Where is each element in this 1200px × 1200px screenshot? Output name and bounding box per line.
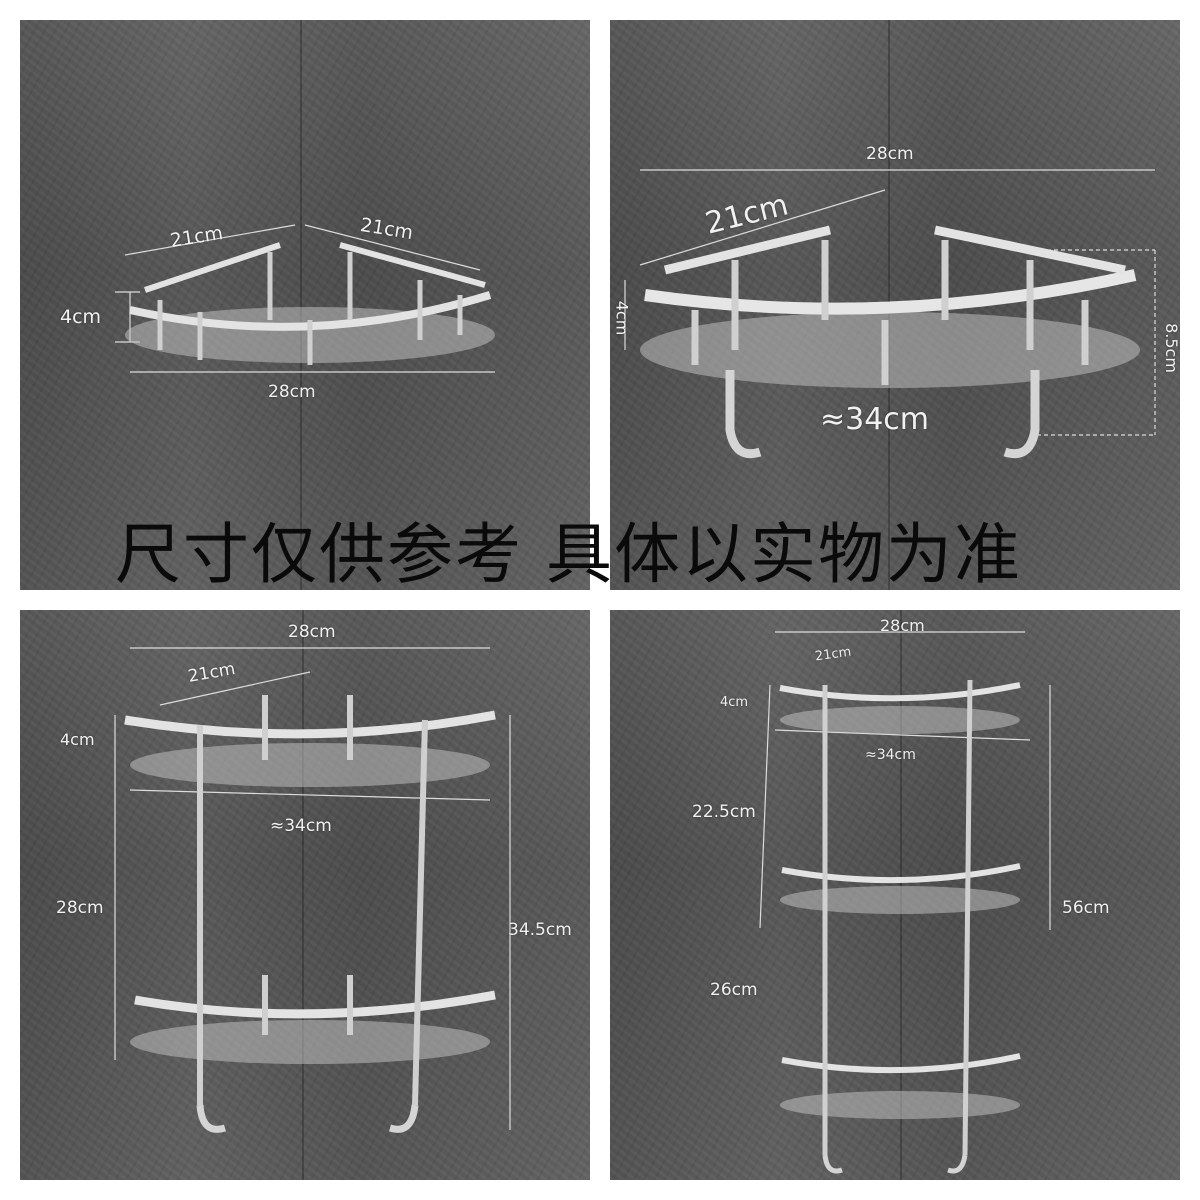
height-label: 4cm [720,695,749,710]
total-height-label: 56cm [1062,898,1110,918]
front-length-label: ≈34cm [270,816,332,836]
lower-spacing-label: 26cm [710,980,758,1000]
wall-corner-seam [300,20,302,590]
upper-spacing-label: 22.5cm [692,802,756,822]
width-label: 28cm [268,382,316,402]
front-length-label: ≈34cm [865,747,916,763]
height-label: 4cm [60,306,102,328]
tier-spacing-label: 28cm [56,898,104,918]
total-height-label: 8.5cm [1161,323,1180,373]
height-label: 4cm [60,730,95,749]
three-tier-shelf-photo: 28cm 21cm 4cm ≈34cm 22.5cm 26cm 56cm [610,610,1180,1180]
two-tier-shelf-illustration [114,647,511,1133]
single-shelf-photo: 21cm 21cm 4cm 28cm [20,20,590,590]
hook-shelf-illustration [624,169,1156,459]
wall-corner-seam [302,610,304,1180]
single-shelf-illustration [115,224,495,373]
width-label: 28cm [866,144,914,164]
height-label: 4cm [612,300,632,336]
width-label: 28cm [288,622,336,642]
three-tier-shelf-illustration [759,631,1051,1174]
width-label: 28cm [880,616,925,635]
size-disclaimer-caption: 尺寸仅供参考 具体以实物为准 [115,516,1022,593]
two-tier-shelf-photo: 28cm 21cm 4cm ≈34cm 28cm 34.5cm [20,610,590,1180]
hook-shelf-photo: 28cm 21cm 4cm 8.5cm ≈34cm [610,20,1180,590]
front-length-label: ≈34cm [820,402,930,437]
total-height-label: 34.5cm [508,920,572,940]
